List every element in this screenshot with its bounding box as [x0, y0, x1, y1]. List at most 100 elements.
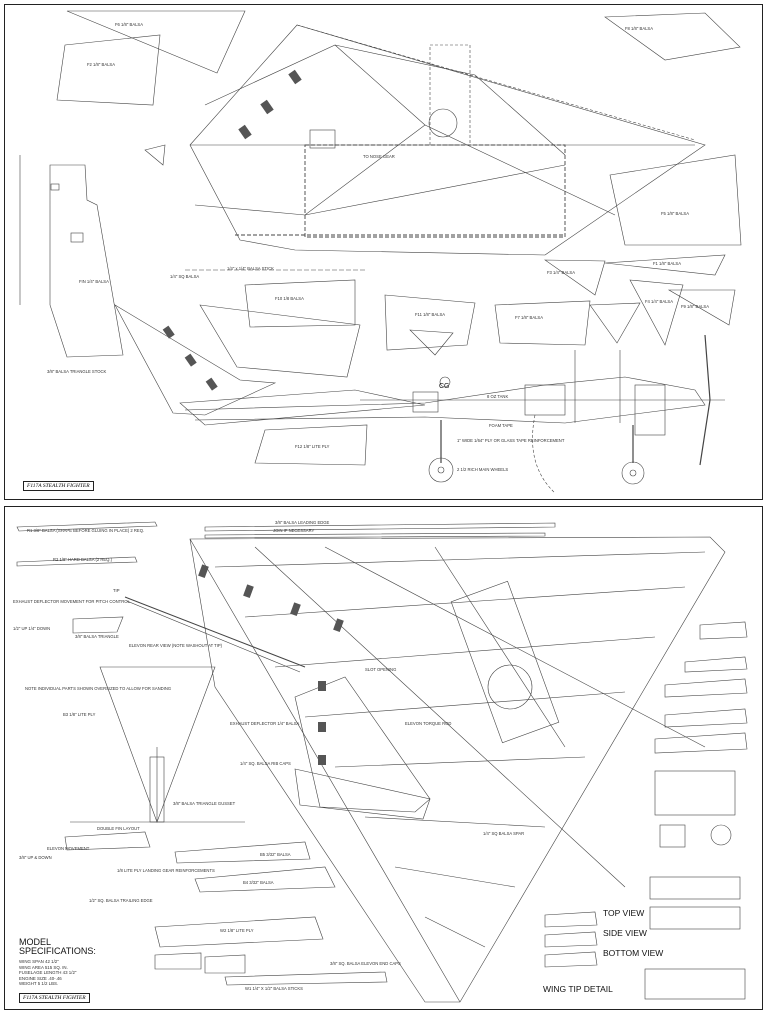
propeller: [699, 334, 711, 466]
part-f4: [629, 279, 684, 346]
tank-box: [524, 384, 566, 416]
spec-wing-area: WING AREA 515 SQ. IN.: [19, 964, 68, 970]
label-up-down: 3/8" UP & DOWN: [19, 855, 52, 860]
label-tank: 8 OZ TANK: [487, 394, 509, 399]
top-plan-sheet: F6 1/8" BALSA F2 1/8" BALSA F8 1/8" BALS…: [4, 4, 763, 500]
label-w2: W2 1/8" LITE PLY: [220, 928, 254, 933]
wingtip-top-view: [544, 911, 598, 928]
elevon-rear-strip: [124, 596, 306, 668]
part-w4: [204, 954, 246, 974]
wing-rib-line-7: [394, 866, 516, 888]
cg-symbol: [439, 376, 451, 388]
fuselage-frame-b: [334, 44, 566, 156]
fin-layout: [99, 666, 216, 823]
elevon-rear-strip-b: [126, 600, 301, 673]
label-cg: CG: [439, 383, 450, 390]
label-oversized: NOTE INDIVIDUAL PARTS SHOWN OVERSIZED TO…: [25, 686, 172, 691]
label-te-stock: 1/2" SQ. BALSA TRAILING EDGE: [89, 898, 153, 903]
specs-heading-line1: MODEL: [19, 937, 52, 947]
wingtip-top-label: TOP VIEW: [603, 908, 645, 918]
fin-tab: [70, 232, 84, 243]
fuselage-top-view: [189, 24, 706, 256]
label-foam: FOAM TAPE: [489, 423, 513, 428]
part-f2: [56, 34, 161, 106]
specs-heading: MODEL SPECIFICATIONS:: [19, 937, 96, 957]
engine-circle: [428, 108, 458, 138]
label-ply-plate: 1" WIDE 1/64" PLY OR GLASS TAPE REINFORC…: [457, 438, 565, 443]
part-f1: [604, 254, 726, 276]
le-strip-2: [204, 532, 546, 539]
label-elevon-caps: 3/8" SQ. BALSA ELEVON END CAPS: [330, 961, 401, 966]
gear-swing-arc: [532, 414, 556, 494]
wing-rib-line-5: [334, 756, 586, 768]
label-slot: SLOT OPENING: [365, 667, 397, 672]
filler-blocks-bottom: [198, 564, 344, 765]
label-f12: F12 1/8" LITE PLY: [295, 444, 330, 449]
part-f6: [66, 10, 246, 74]
spec-engine-size: ENGINE SIZE .40-.46: [19, 975, 62, 981]
plate-b7: [649, 906, 741, 930]
label-lite-ply: 1/8 LITE PLY LANDING GEAR REINFORCEMENTS: [117, 868, 215, 873]
wing-rib-line-8: [424, 916, 486, 948]
label-elevon: ELEVON REAR VIEW (NOTE WASHOUT AT TIP): [129, 643, 223, 648]
label-spar: 1/4" SQ BALSA SPAR: [483, 831, 525, 836]
label-gusset: 3/8" BALSA TRIANGLE GUSSET: [173, 801, 236, 806]
engine-bay: [429, 44, 471, 146]
label-b4: B4 3/32" BALSA: [243, 880, 274, 885]
label-f3: F3 1/4" BALSA: [547, 270, 576, 275]
fuselage-centerline: [296, 24, 696, 141]
wing-rib-line-4: [304, 691, 626, 718]
label-f9: F9 1/8" BALSA: [681, 304, 710, 309]
part-f3b: [589, 302, 641, 344]
part-f-mid: [199, 304, 361, 378]
part-f5: [609, 154, 742, 246]
label-f1: F1 1/8" BALSA: [653, 261, 682, 266]
bottom-title-box: F117A STEALTH FIGHTER: [19, 993, 90, 1003]
part-wing-tip-panel: [114, 304, 277, 416]
nose-ring: [710, 824, 732, 846]
le-strip-1: [204, 522, 556, 532]
label-b5: B5 3/32" BALSA: [260, 852, 291, 857]
part-b5: [174, 841, 311, 864]
label-f5: F5 1/8" BALSA: [661, 211, 690, 216]
engine-mount-circle: [487, 664, 533, 710]
main-wheel-hub: [437, 466, 445, 474]
nose-wheel-hub: [629, 469, 637, 477]
label-w1: W1 1/4" X 1/2" BALSA STICKS: [245, 986, 303, 991]
label-stick: 1/4" x 1/4" BALSA STICK: [227, 266, 274, 271]
part-f11: [384, 294, 476, 351]
rib-w5: [684, 656, 748, 673]
nose-wheel: [621, 461, 645, 485]
label-f7: F7 1/8" BALSA: [515, 315, 544, 320]
label-rib-caps: 1/4" SQ. BALSA RIB CAPS: [240, 761, 291, 766]
label-tri: 3/8" BALSA TRIANGLE: [75, 634, 119, 639]
spec-fuselage-length: FUSELAGE LENGTH 43 1/2": [19, 970, 77, 975]
label-f11: F11 1/8" BALSA: [415, 312, 446, 317]
bottom-plan-sheet: 3/8" BALSA LEADING EDGE JOIN IF NECESSAR…: [4, 506, 763, 1010]
fin-small-tab: [50, 183, 60, 191]
part-f10: [244, 279, 356, 328]
part-f12: [254, 424, 368, 466]
rib-w6: [699, 621, 748, 640]
wing-root-line: [189, 538, 461, 1003]
label-dowel: 1/2" UP 1/4" DOWN: [13, 626, 51, 631]
label-r1: R1 3/8" BALSA (SHAPE BEFORE GLUING IN PL…: [27, 528, 145, 533]
part-f9: [667, 289, 736, 326]
part-tiny: [144, 144, 166, 166]
wing-rib-line-6: [364, 816, 546, 828]
wingtip-bottom-label: BOTTOM VIEW: [603, 948, 664, 958]
rib-w3: [664, 708, 748, 728]
label-fin-layout: DOUBLE FIN LAYOUT: [97, 826, 140, 831]
r1-strip: [16, 521, 158, 532]
r2-strip: [16, 556, 138, 567]
main-wheel: [428, 457, 454, 483]
part-f8: [604, 12, 741, 61]
label-triangle: 3/8" BALSA TRIANGLE STOCK: [47, 369, 107, 374]
label-le-stock: 3/8" BALSA LEADING EDGE: [275, 520, 330, 525]
fuselage-cockpit-box: [304, 144, 566, 238]
engine-mount-plate: [450, 580, 560, 744]
part-f-small: [409, 329, 454, 356]
fuselage-side-view: [184, 376, 706, 424]
top-sheet-drawing: [19, 10, 742, 494]
part-b4: [194, 866, 336, 893]
